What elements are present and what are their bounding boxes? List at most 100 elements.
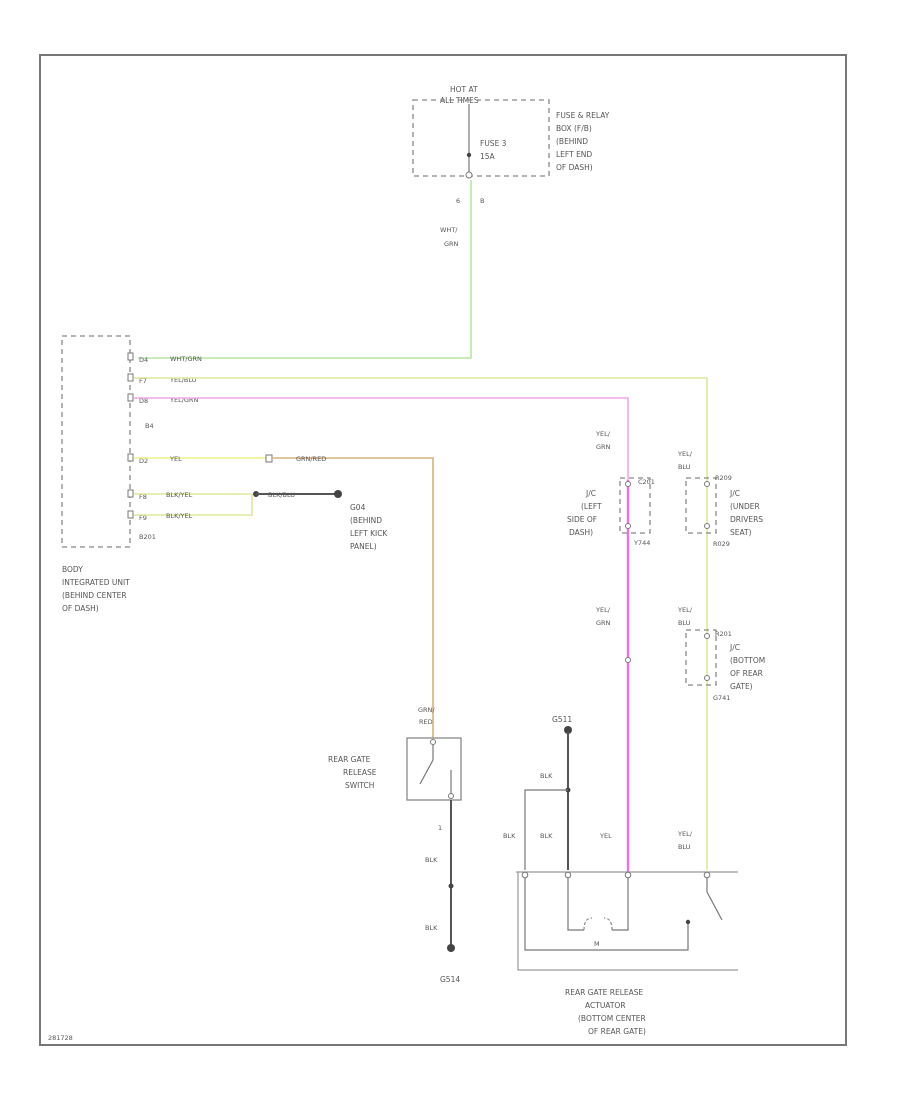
- svg-text:G04: G04: [350, 503, 366, 512]
- svg-text:OF DASH): OF DASH): [556, 163, 593, 172]
- jc-under-pin-label-top: R209: [715, 474, 732, 482]
- fuse-pin: [465, 171, 473, 179]
- jc-under-pin-bottom: [704, 523, 710, 529]
- wire-label-yel-blu-v2-1: YEL/: [677, 606, 693, 614]
- wire-label-yel-grn: YEL/GRN: [169, 396, 198, 404]
- jc-under-drivers-seat: [685, 477, 717, 534]
- ground-1-icon: [334, 490, 342, 498]
- ground-2-icon: [447, 944, 455, 952]
- svg-text:OF DASH): OF DASH): [62, 604, 99, 613]
- svg-text:F8: F8: [139, 493, 147, 501]
- wire-yel-grn: [134, 397, 629, 480]
- jc-left-pin-top: [625, 481, 631, 487]
- jc-left-label: J/C (LEFT SIDE OF DASH): [567, 489, 602, 537]
- wire-label-wht-grn: WHT/GRN: [170, 355, 202, 363]
- svg-text:(BEHIND: (BEHIND: [350, 516, 382, 525]
- wire-label-grn-red-v-2: RED: [419, 718, 433, 726]
- svg-text:REAR GATE: REAR GATE: [328, 755, 371, 764]
- wire-label-yel: YEL: [599, 832, 612, 840]
- connector-yel: [265, 454, 273, 463]
- wire-label-blk-yel-2: BLK/YEL: [166, 512, 193, 520]
- wire-label-yel-blu-v1-2: BLU: [678, 463, 691, 471]
- actuator-switch-node: [685, 919, 691, 925]
- wire-wht-grn: [138, 180, 472, 359]
- ground-3-label: G511: [552, 715, 572, 724]
- wire-label-blk-1: BLK: [425, 856, 438, 864]
- svg-text:(BOTTOM CENTER: (BOTTOM CENTER: [578, 1014, 646, 1023]
- fuse-pin-label-2: B: [480, 197, 484, 205]
- svg-text:LEFT KICK: LEFT KICK: [350, 529, 388, 538]
- wire-yel-blu: [134, 377, 708, 870]
- body-unit-pins: [127, 352, 134, 519]
- jc-bottom-of-rear-gate: [685, 629, 717, 686]
- svg-text:BODY: BODY: [62, 565, 83, 574]
- actuator-outline: [517, 872, 738, 971]
- body-unit-label: BODY INTEGRATED UNIT (BEHIND CENTER OF D…: [62, 565, 130, 613]
- jc-bottom-pin-label-top: R201: [715, 630, 732, 638]
- ground-3-icon: [564, 726, 572, 734]
- fuse-relay-box: [412, 99, 550, 177]
- svg-text:D2: D2: [139, 457, 148, 465]
- wire-label-blk-5: BLK: [540, 832, 553, 840]
- svg-text:D8: D8: [139, 397, 148, 405]
- svg-text:DRIVERS: DRIVERS: [730, 515, 763, 524]
- wire-label-blk-3: BLK: [540, 772, 553, 780]
- svg-text:ACTUATOR: ACTUATOR: [585, 1001, 626, 1010]
- actuator-internal-ground: [524, 878, 689, 951]
- connector-pink: [625, 657, 631, 663]
- wire-blk-yel-2: [134, 494, 253, 516]
- switch-pin-bottom: [448, 793, 454, 799]
- actuator-motor-lead-2: [612, 878, 629, 931]
- svg-text:GATE): GATE): [730, 682, 753, 691]
- jc-under-pin-label-bottom: R029: [713, 540, 730, 548]
- jc-left-pin-bottom: [625, 523, 631, 529]
- svg-text:INTEGRATED UNIT: INTEGRATED UNIT: [62, 578, 130, 587]
- svg-text:LEFT END: LEFT END: [556, 150, 592, 159]
- svg-text:F7: F7: [139, 377, 147, 385]
- svg-text:PANEL): PANEL): [350, 542, 377, 551]
- switch-pin-top: [430, 739, 436, 745]
- wire-label-yel-blu: YEL/BLU: [169, 376, 197, 384]
- actuator-label: REAR GATE RELEASE ACTUATOR (BOTTOM CENTE…: [565, 988, 646, 1036]
- wire-blk-branch: [524, 789, 568, 870]
- svg-text:J/C: J/C: [729, 643, 740, 652]
- wire-label-blk-yel-1: BLK/YEL: [166, 491, 193, 499]
- jc-under-pin-top: [704, 481, 710, 487]
- actuator-motor-lead-1: [567, 878, 584, 931]
- wire-label-yel: YEL: [169, 455, 182, 463]
- fuse-node: [466, 152, 472, 158]
- hot-at-label-1: HOT AT: [450, 85, 478, 94]
- wire-label-blk-4: BLK: [503, 832, 516, 840]
- svg-text:(BEHIND CENTER: (BEHIND CENTER: [62, 591, 127, 600]
- svg-text:(BOTTOM: (BOTTOM: [730, 656, 765, 665]
- fuse-pin-label-1: 6: [456, 197, 460, 205]
- wire-label-blk-blu: BLK/BLU: [268, 491, 295, 499]
- svg-text:OF REAR: OF REAR: [730, 669, 763, 678]
- wire-label-yel-grn-v1-1: YEL/: [595, 430, 611, 438]
- svg-text:REAR GATE RELEASE: REAR GATE RELEASE: [565, 988, 643, 997]
- svg-text:(LEFT: (LEFT: [581, 502, 602, 511]
- svg-text:OF REAR GATE): OF REAR GATE): [588, 1027, 646, 1036]
- svg-text:FUSE & RELAY: FUSE & RELAY: [556, 111, 610, 120]
- svg-text:J/C: J/C: [585, 489, 596, 498]
- svg-text:(UNDER: (UNDER: [730, 502, 760, 511]
- body-integrated-unit: [61, 335, 131, 548]
- wire-label-yel-grn-v2-2: GRN: [596, 619, 611, 627]
- svg-text:J/C: J/C: [729, 489, 740, 498]
- switch-label: REAR GATE RELEASE SWITCH: [328, 755, 377, 790]
- body-unit-pin-labels: D4 F7 D8 D2 F8 F9: [139, 356, 148, 522]
- diagram-frame: [39, 54, 847, 1046]
- wire-label-blk-2: BLK: [425, 924, 438, 932]
- svg-text:SWITCH: SWITCH: [345, 781, 374, 790]
- svg-text:DASH): DASH): [569, 528, 593, 537]
- fuse-relay-box-label: FUSE & RELAY BOX (F/B) (BEHIND LEFT END …: [556, 111, 610, 172]
- jc-bottom-pin-bottom: [704, 675, 710, 681]
- motor-icon: [583, 917, 613, 931]
- wire-label-grn-red: GRN/RED: [296, 455, 326, 463]
- actuator-pins: [521, 871, 711, 879]
- fuse-label-1: FUSE 3: [480, 139, 507, 148]
- jc-left-pin-label-top: C201: [638, 478, 655, 486]
- body-unit-mid-label: B4: [145, 422, 154, 430]
- svg-text:RELEASE: RELEASE: [343, 768, 377, 777]
